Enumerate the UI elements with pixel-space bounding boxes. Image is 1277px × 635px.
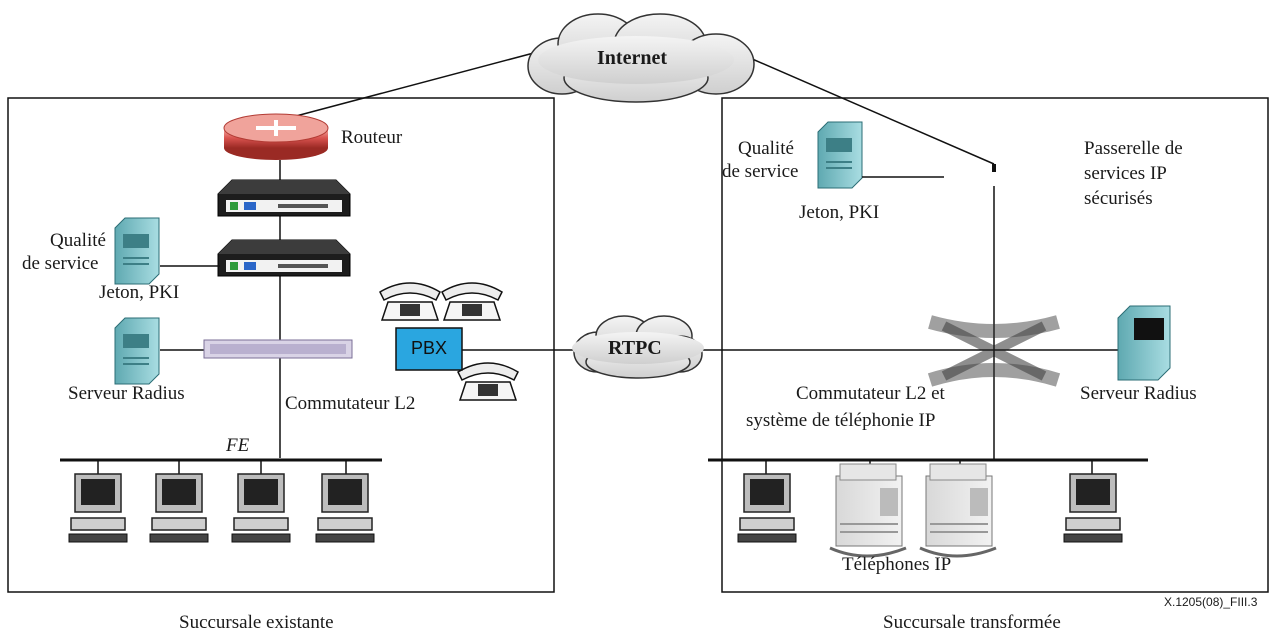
radius-server-icon [114, 317, 160, 385]
telephone-icon [441, 282, 503, 321]
existing-branch-caption: Succursale existante [179, 612, 334, 633]
qos-right-label-line1: Qualité [738, 138, 794, 159]
workstation-icon [68, 473, 128, 543]
qos-server-icon [114, 217, 160, 285]
router-label: Routeur [341, 127, 403, 148]
pbx-label: PBX [410, 338, 448, 358]
qos-label-line2: de service [22, 253, 99, 274]
qos-right-label-line2: de service [722, 161, 799, 182]
l2-switch-icon [203, 339, 353, 359]
token-right-label: Jeton, PKI [799, 202, 880, 223]
fe-label: FE [226, 435, 250, 456]
router-icon [223, 113, 329, 160]
gateway-label-line1: Passerelle de [1084, 138, 1183, 159]
qos-label-line1: Qualité [50, 230, 106, 251]
radius-label: Serveur Radius [68, 383, 185, 404]
firewall-modem-upper-icon [217, 179, 351, 217]
gateway-label-line2: services IP [1084, 163, 1167, 184]
qos-server-right-icon [817, 121, 863, 189]
radius-right-label: Serveur Radius [1080, 383, 1197, 404]
pbx-box [395, 327, 463, 371]
telephone-icon [379, 282, 441, 321]
ip-switch-label-line1: Commutateur L2 et [796, 383, 945, 404]
token-label: Jeton, PKI [99, 282, 180, 303]
workstation-icon [149, 473, 209, 543]
radius-server-right-icon [1117, 305, 1171, 381]
internet-right-link [749, 57, 995, 165]
gateway-label-line3: sécurisés [1084, 188, 1153, 209]
ip-phones-label: Téléphones IP [842, 554, 952, 575]
ip-telephony-switch-icon [927, 315, 1061, 387]
rtpc-cloud [572, 315, 704, 379]
existing-branch-box [7, 97, 555, 593]
transformed-branch-caption: Succursale transformée [883, 612, 1061, 633]
transformed-branch-box [721, 97, 1269, 593]
workstation-icon [231, 473, 291, 543]
ip-phone-icon [828, 462, 908, 558]
firewall-modem-lower-icon [217, 239, 351, 277]
internet-left-link [280, 45, 561, 121]
workstation-icon [737, 473, 797, 543]
internet-label: Internet [597, 47, 667, 69]
workstation-icon [315, 473, 375, 543]
workstation-icon [1063, 473, 1123, 543]
ip-phone-icon [918, 462, 998, 558]
ip-switch-label-line2: système de téléphonie IP [746, 410, 936, 431]
telephone-icon [457, 362, 519, 401]
figure-reference: X.1205(08)_FIII.3 [1164, 595, 1258, 609]
switch-label: Commutateur L2 [285, 393, 416, 414]
rtpc-label: RTPC [608, 337, 662, 359]
internet-cloud [527, 13, 755, 103]
